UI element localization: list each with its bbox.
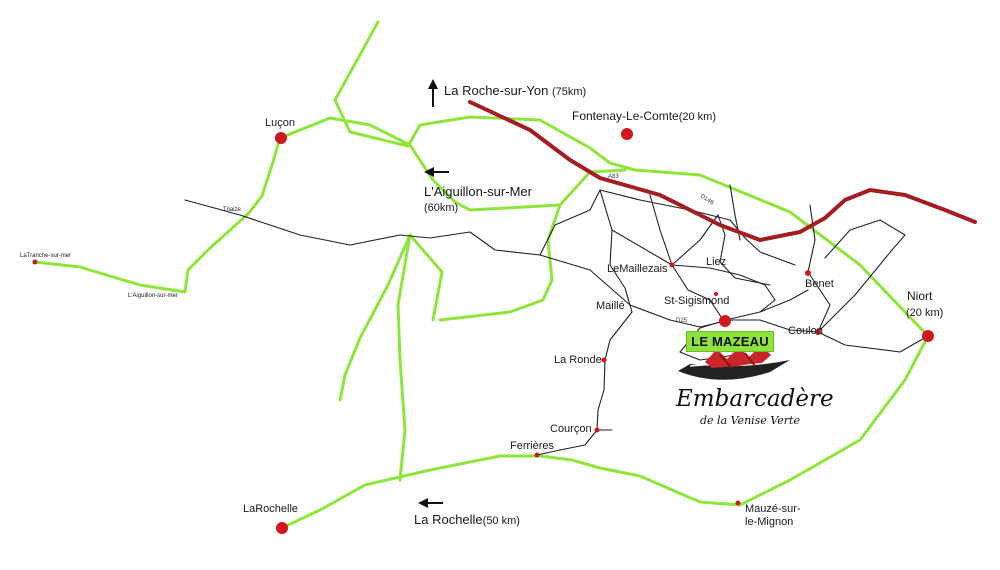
label-tranche: LaTranche-sur-mer (20, 253, 71, 259)
label-fontenay: Fontenay-Le-Comte(20 km) (572, 109, 716, 123)
city-dots (32, 128, 934, 534)
label-aiguillon-dist: (60km) (424, 202, 458, 214)
label-niort-dist: (20 km) (906, 307, 943, 319)
label-la-ronde: La Ronde (554, 354, 602, 366)
logo-title: Embarcadère (675, 386, 834, 412)
marker-st-sigismond (714, 292, 718, 296)
label-courcon: Courçon (550, 423, 592, 435)
logo-subtitle: de la Venise Verte (700, 414, 800, 427)
label-rochelle-dist: (50 km) (483, 515, 520, 527)
marker-coulon (815, 329, 821, 335)
label-roche-yon: La Roche-sur-Yon (75km) (444, 83, 586, 98)
boat-icon (678, 345, 791, 380)
label-maillezais: LeMaillezais (607, 263, 668, 275)
label-liez: Liez (706, 256, 726, 268)
green-routes (33, 20, 930, 530)
le-mazeau-label: LE MAZEAU (691, 334, 769, 349)
marker-lucon (275, 132, 287, 144)
road-label-a83: A83 (608, 174, 619, 180)
marker-tranche (32, 259, 38, 265)
marker-mauze (735, 500, 741, 506)
label-aiguillon-small: L'Aiguillon-sur-mer (128, 293, 178, 299)
direction-roche-yon: La Roche-sur-Yon (75km) (428, 79, 586, 107)
marker-la-ronde (601, 357, 607, 363)
marker-maillezais (669, 262, 675, 268)
embarcadere-logo: Embarcadère de la Venise Verte (675, 345, 834, 427)
label-larochelle: LaRochelle (243, 503, 298, 515)
road-label-d25: D25 (676, 318, 688, 324)
direction-rochelle: La Rochelle(50 km) (414, 498, 520, 527)
label-mauze-1: Mauzé-sur- (745, 503, 801, 515)
marker-fontenay (621, 128, 633, 140)
label-lucon: Luçon (265, 117, 295, 129)
label-ferrieres: Ferrières (510, 440, 555, 452)
label-roche-yon-dist: (75km) (552, 86, 586, 98)
road-label-d148: D148 (699, 194, 715, 207)
label-rochelle: La Rochelle(50 km) (414, 512, 520, 527)
arrow-left-icon (418, 498, 443, 508)
label-fontenay-dist: (20 km) (679, 111, 716, 123)
local-roads (184, 184, 929, 456)
label-coulon: Coulon (788, 325, 823, 337)
label-maille: Maillé (596, 300, 625, 312)
label-mauze-2: le-Mignon (745, 516, 793, 528)
arrow-left-icon (424, 167, 449, 177)
label-aiguillon: L'Aiguillon-sur-Mer (424, 184, 533, 199)
label-benet: Benet (805, 278, 834, 290)
label-triaize: Triaize (223, 207, 241, 213)
label-roche-yon-name: La Roche-sur-Yon (444, 83, 548, 98)
marker-benet (805, 270, 811, 276)
marker-larochelle (276, 522, 288, 534)
arrow-up-icon (428, 79, 438, 107)
label-fontenay-name: Fontenay-Le-Comte (572, 109, 679, 123)
label-rochelle-name: La Rochelle (414, 512, 483, 527)
marker-ferrieres (534, 452, 540, 458)
marker-le-mazeau (719, 315, 731, 327)
direction-aiguillon: L'Aiguillon-sur-Mer (60km) (424, 167, 533, 214)
le-mazeau-badge: LE MAZEAU (686, 331, 774, 352)
label-st-sigismond: St-Sigismond (664, 295, 729, 307)
motorway-a83 (468, 100, 977, 242)
marker-niort (922, 330, 934, 342)
label-niort: Niort (907, 289, 933, 303)
marker-courcon (594, 427, 600, 433)
